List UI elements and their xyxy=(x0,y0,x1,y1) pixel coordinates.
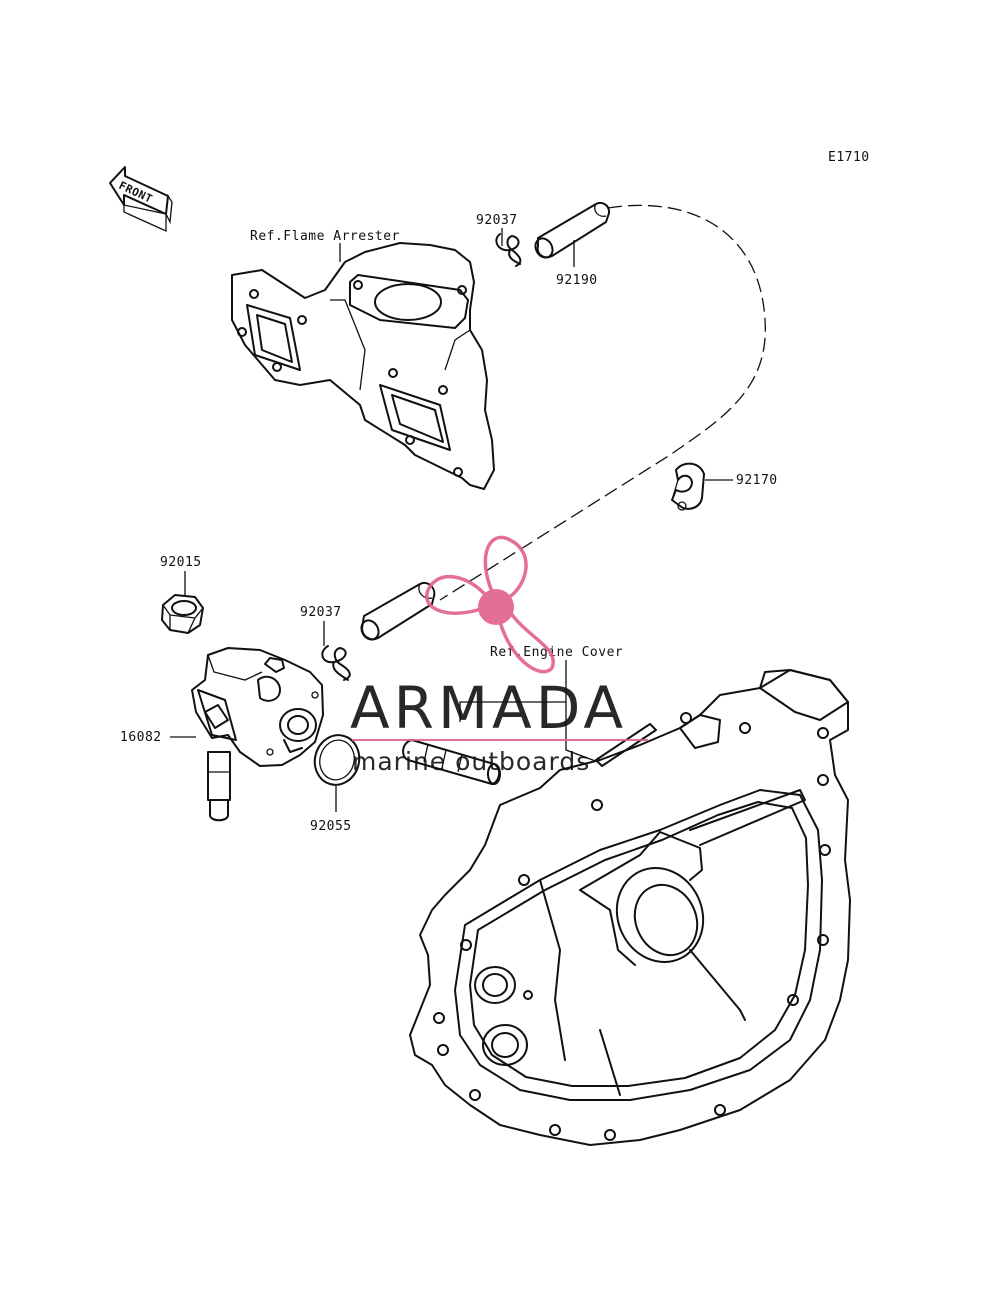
callout-92190: 92190 xyxy=(556,273,598,288)
flame-arrester-part xyxy=(231,242,495,490)
leader-engine-cover-a xyxy=(459,660,567,722)
clamp-92170-part xyxy=(671,462,705,511)
callout-engine-cover: Ref.Engine Cover xyxy=(490,645,623,660)
callout-16082: 16082 xyxy=(120,730,162,745)
watermark-tagline: marine outboards xyxy=(352,747,590,776)
pipe-fitting-part xyxy=(402,739,501,785)
engine-cover-part xyxy=(409,669,851,1146)
callout-92037-top: 92037 xyxy=(476,213,518,228)
front-arrow-icon: FRONT xyxy=(109,166,173,233)
watermark-brand: ARMADA xyxy=(350,674,627,742)
housing-16082-part xyxy=(191,647,324,822)
clip-92037-top-part xyxy=(495,233,522,267)
callout-92170: 92170 xyxy=(736,473,778,488)
callout-92055: 92055 xyxy=(310,819,352,834)
hose-routing-dashed xyxy=(439,204,766,601)
callout-92015: 92015 xyxy=(160,555,202,570)
hose-mid-part xyxy=(360,582,436,641)
hose-92190-part xyxy=(534,202,610,259)
callout-92037-mid: 92037 xyxy=(300,605,342,620)
armada-watermark: ARMADA marine outboards xyxy=(350,535,648,776)
propeller-logo-icon xyxy=(424,535,555,674)
diagram-code: E1710 xyxy=(828,150,870,165)
oring-92055-part xyxy=(313,734,361,786)
clip-92037-mid-part xyxy=(321,645,351,681)
callout-flame-arrester: Ref.Flame Arrester xyxy=(250,229,400,244)
leader-engine-cover-b xyxy=(565,702,599,763)
nut-92015-part xyxy=(161,594,204,634)
